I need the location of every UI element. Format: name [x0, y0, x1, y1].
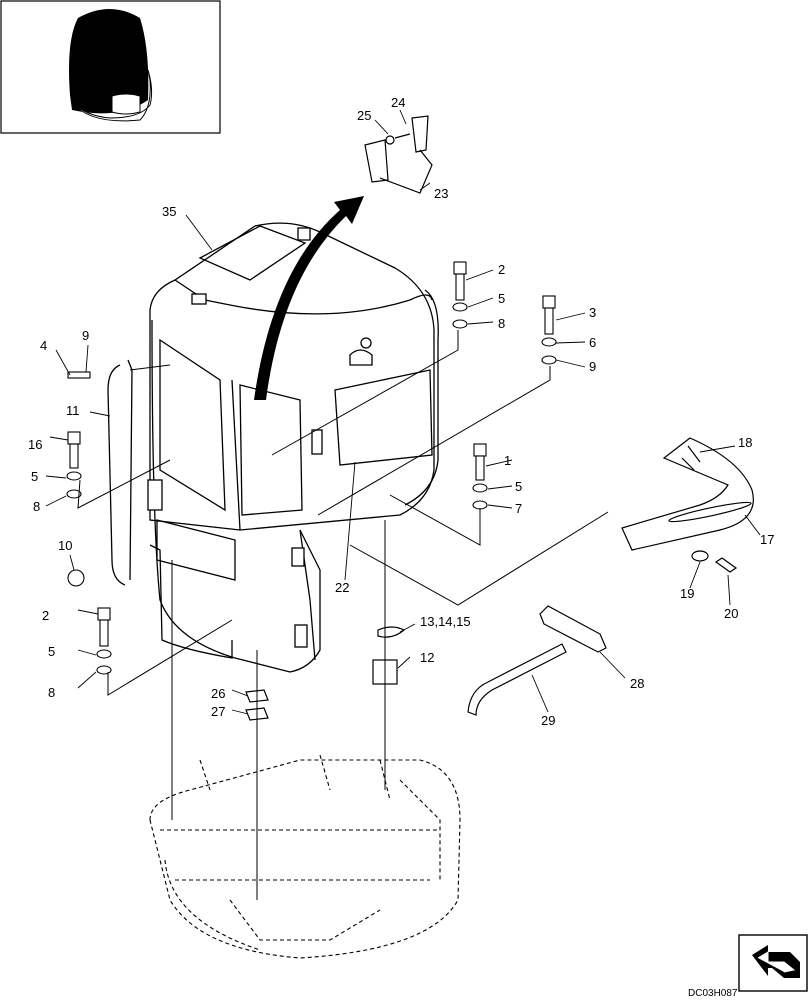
callout-2-upper: 2 — [498, 262, 505, 277]
callout-5-c: 5 — [515, 479, 522, 494]
callout-6: 6 — [589, 335, 596, 350]
drawing-code: DC03H087 — [688, 988, 738, 999]
callout-18: 18 — [738, 435, 752, 450]
callout-2-lower: 2 — [42, 608, 49, 623]
door-removal-arrow — [254, 196, 364, 400]
callout-9-a: 9 — [82, 328, 89, 343]
callout-28: 28 — [630, 676, 644, 691]
callout-27: 27 — [211, 704, 225, 719]
callout-8-c: 8 — [48, 685, 55, 700]
fasteners-left — [66, 371, 112, 675]
callout-25: 25 — [357, 108, 371, 123]
callout-29: 29 — [541, 713, 555, 728]
callout-4: 4 — [40, 338, 47, 353]
callout-3: 3 — [589, 305, 596, 320]
callout-13-14-15: 13,14,15 — [420, 614, 471, 629]
callout-8-a: 8 — [498, 316, 505, 331]
callout-7: 7 — [515, 501, 522, 516]
callout-35: 35 — [162, 204, 176, 219]
orientation-icon — [738, 934, 808, 992]
callout-8-b: 8 — [33, 499, 40, 514]
thumbnail-inset — [0, 0, 221, 134]
bracket-detail — [364, 115, 433, 194]
callout-1: 1 — [504, 453, 511, 468]
callout-16: 16 — [28, 437, 42, 452]
callout-ticks — [45, 109, 761, 715]
callout-9-b: 9 — [589, 359, 596, 374]
callout-26: 26 — [211, 686, 225, 701]
leader-lines — [77, 330, 609, 900]
lower-chassis — [149, 754, 461, 959]
callout-10: 10 — [58, 538, 72, 553]
callout-22: 22 — [335, 580, 349, 595]
callout-23: 23 — [434, 186, 448, 201]
callout-11: 11 — [66, 403, 80, 418]
callout-5-b: 5 — [31, 469, 38, 484]
fasteners-right — [452, 261, 557, 510]
callout-12: 12 — [420, 650, 434, 665]
callout-5-d: 5 — [48, 644, 55, 659]
rear-cover — [621, 437, 754, 573]
callout-labels: 1 2 2 3 4 5 5 5 5 6 7 8 8 8 9 9 10 11 12… — [28, 95, 774, 728]
callout-19: 19 — [680, 586, 694, 601]
callout-24: 24 — [391, 95, 405, 110]
callout-20: 20 — [724, 606, 738, 621]
cab-assembly — [147, 222, 439, 673]
callout-5-a: 5 — [498, 291, 505, 306]
handrail — [107, 359, 133, 586]
callout-17: 17 — [760, 532, 774, 547]
